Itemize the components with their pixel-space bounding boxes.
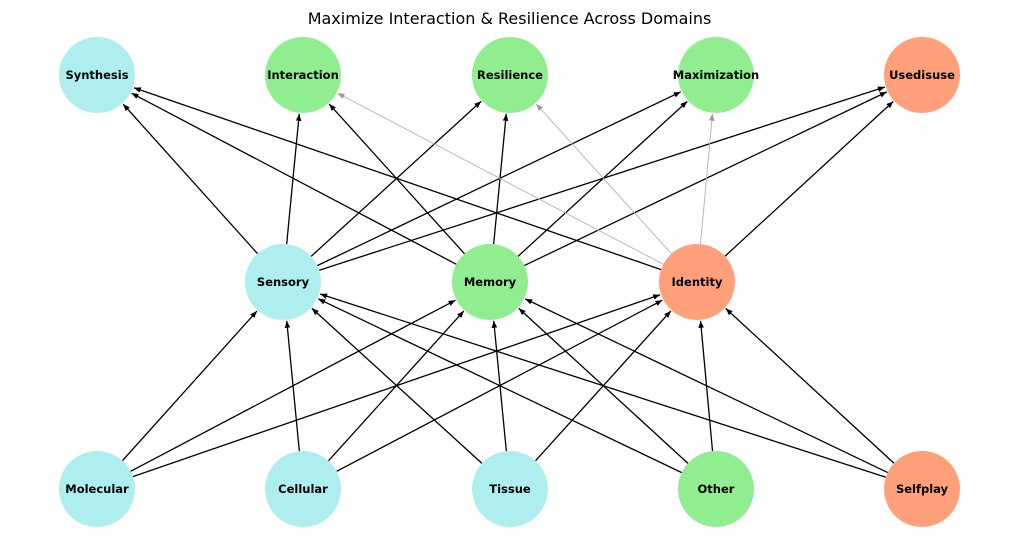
node-label-identity: Identity xyxy=(672,275,723,289)
node-circle-other xyxy=(678,451,754,527)
edge-selfplay-to-sensory xyxy=(319,293,887,478)
edge-sensory-to-interaction xyxy=(286,113,302,245)
node-interaction: Interaction xyxy=(265,37,341,113)
node-label-other: Other xyxy=(698,482,735,496)
node-usedisuse: Usedisuse xyxy=(884,37,960,113)
edge-memory-to-usedisuse xyxy=(523,91,888,267)
node-molecular: Molecular xyxy=(59,451,135,527)
node-circle-tissue xyxy=(472,451,548,527)
node-circle-cellular xyxy=(265,451,341,527)
node-memory: Memory xyxy=(452,244,528,320)
diagram-title: Maximize Interaction & Resilience Across… xyxy=(308,9,712,28)
edge-tissue-to-sensory xyxy=(311,307,483,464)
edge-identity-to-synthesis xyxy=(133,87,662,271)
node-circle-synthesis xyxy=(59,37,135,113)
node-label-tissue: Tissue xyxy=(489,482,531,496)
node-selfplay: Selfplay xyxy=(884,451,960,527)
node-circle-sensory xyxy=(245,244,321,320)
node-label-molecular: Molecular xyxy=(65,482,129,496)
edge-memory-to-maximization xyxy=(517,100,688,257)
node-label-memory: Memory xyxy=(464,275,517,289)
edge-identity-to-maximization xyxy=(699,113,715,245)
node-label-cellular: Cellular xyxy=(278,482,328,496)
node-circle-memory xyxy=(452,244,528,320)
node-sensory: Sensory xyxy=(245,244,321,320)
node-label-interaction: Interaction xyxy=(267,68,339,82)
node-tissue: Tissue xyxy=(472,451,548,527)
nodes-layer: Synthesis Interaction Resilience Maximizati… xyxy=(59,37,960,527)
edge-other-to-sensory xyxy=(317,298,682,474)
node-circle-interaction xyxy=(265,37,341,113)
node-synthesis: Synthesis xyxy=(59,37,135,113)
node-other: Other xyxy=(678,451,754,527)
edge-identity-to-interaction xyxy=(337,92,664,265)
edge-selfplay-to-memory xyxy=(524,298,889,474)
node-circle-maximization xyxy=(678,37,754,113)
node-label-selfplay: Selfplay xyxy=(896,482,949,496)
node-circle-usedisuse xyxy=(884,37,960,113)
node-circle-resilience xyxy=(472,37,548,113)
node-cellular: Cellular xyxy=(265,451,341,527)
node-circle-selfplay xyxy=(884,451,960,527)
node-circle-molecular xyxy=(59,451,135,527)
edge-selfplay-to-identity xyxy=(725,307,895,464)
edge-cellular-to-sensory xyxy=(284,320,300,452)
edge-sensory-to-maximization xyxy=(317,91,682,267)
node-label-resilience: Resilience xyxy=(477,68,543,82)
node-maximization: Maximization xyxy=(673,37,759,113)
node-resilience: Resilience xyxy=(472,37,548,113)
node-label-usedisuse: Usedisuse xyxy=(889,68,955,82)
node-label-maximization: Maximization xyxy=(673,68,759,82)
edge-identity-to-resilience xyxy=(535,103,672,255)
edge-identity-to-usedisuse xyxy=(724,100,894,257)
node-identity: Identity xyxy=(659,244,735,320)
node-label-sensory: Sensory xyxy=(257,275,310,289)
edge-sensory-to-synthesis xyxy=(122,103,259,255)
edge-memory-to-synthesis xyxy=(131,92,457,265)
node-label-synthesis: Synthesis xyxy=(65,68,128,82)
node-circle-identity xyxy=(659,244,735,320)
edges-layer xyxy=(121,86,895,478)
edge-molecular-to-sensory xyxy=(121,310,258,462)
